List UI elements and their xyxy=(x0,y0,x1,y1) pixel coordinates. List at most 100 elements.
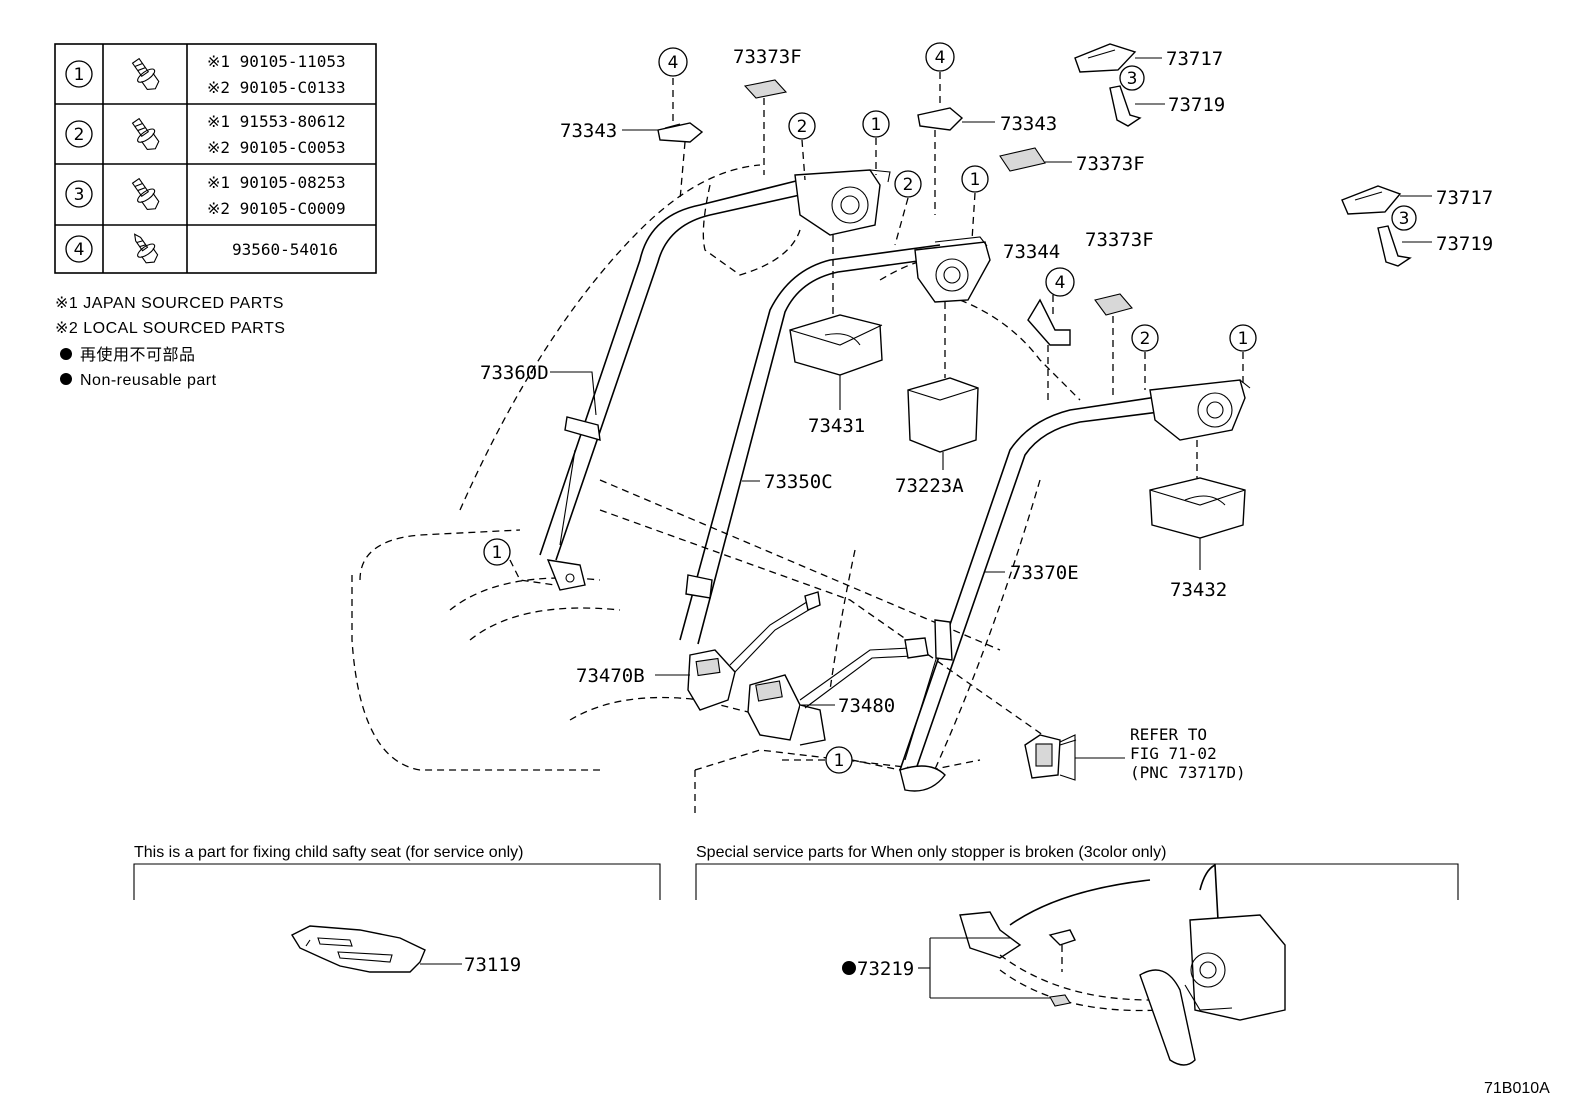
retractor-right xyxy=(1149,379,1251,441)
part-label-73373F: 73373F xyxy=(733,46,802,68)
callout-2: 2 xyxy=(903,175,914,195)
fastener-code: ※1 91553-80612 xyxy=(207,112,346,131)
fastener-table: 1 ※1 90105-11053 ※2 90105-C0133 2 xyxy=(54,43,377,274)
escutcheon-73717-b xyxy=(1341,185,1402,215)
part-label-73431: 73431 xyxy=(808,415,865,437)
fastener-ref: 4 xyxy=(74,240,85,260)
callout-4: 4 xyxy=(668,53,679,73)
callouts: 4 4 4 3 3 2 2 2 1 1 1 1 1 xyxy=(483,42,1417,774)
part-label-73717: 73717 xyxy=(1436,187,1493,209)
callout-1: 1 xyxy=(834,751,845,771)
escutcheon-73717-a xyxy=(1074,43,1137,73)
fastener-code: 93560-54016 xyxy=(232,240,338,259)
part-label-73350C: 73350C xyxy=(764,471,833,493)
fastener-ref: 1 xyxy=(74,65,85,85)
callout-4: 4 xyxy=(935,48,946,68)
callout-2: 2 xyxy=(797,117,808,137)
buckle-73470B xyxy=(687,591,821,711)
bracket-73343-left xyxy=(657,122,704,143)
fastener-code: ※2 90105-C0009 xyxy=(207,199,346,218)
bracket-73119 xyxy=(291,925,426,973)
tapping-screw-icon xyxy=(133,233,159,264)
cover-73431 xyxy=(789,314,883,376)
part-label-73119: 73119 xyxy=(464,954,521,976)
part-label-73717: 73717 xyxy=(1166,48,1223,70)
part-label-73480: 73480 xyxy=(838,695,895,717)
buckle-73480 xyxy=(747,637,929,746)
callout-2: 2 xyxy=(1140,329,1151,349)
anchor-plate xyxy=(899,765,946,792)
fastener-ref: 2 xyxy=(74,125,85,145)
part-label-73344: 73344 xyxy=(1003,241,1060,263)
part-label-73219: 73219 xyxy=(857,958,914,980)
stopper-box: Special service parts for When only stop… xyxy=(695,844,1459,1066)
callout-1: 1 xyxy=(1238,329,1249,349)
part-label-73343: 73343 xyxy=(560,120,617,142)
fastener-code: ※1 90105-11053 xyxy=(207,52,346,71)
bolt-with-washer-icon xyxy=(131,57,160,91)
anchor-plate xyxy=(546,559,586,591)
bullet-icon xyxy=(60,373,72,385)
callout-3: 3 xyxy=(1399,209,1410,229)
callout-3: 3 xyxy=(1127,69,1138,89)
part-label-73373F: 73373F xyxy=(1085,229,1154,251)
non-reusable-bullet-icon xyxy=(842,961,856,975)
belt-73350C xyxy=(679,236,991,645)
legend-note-japan: ※1 JAPAN SOURCED PARTS xyxy=(55,295,284,312)
cover-73223A xyxy=(907,377,979,453)
retractor-left xyxy=(794,169,891,236)
belt-73360D xyxy=(539,169,891,591)
stopper-illustration xyxy=(959,863,1286,1066)
refer-line-2: FIG 71-02 xyxy=(1130,744,1217,763)
child-seat-caption: This is a part for fixing child safty se… xyxy=(134,844,523,861)
part-label-73223A: 73223A xyxy=(895,475,964,497)
refer-line-3: (PNC 73717D) xyxy=(1130,763,1246,782)
fastener-code: ※2 90105-C0053 xyxy=(207,138,346,157)
fastener-code: ※1 90105-08253 xyxy=(207,173,346,192)
fastener-code: ※2 90105-C0133 xyxy=(207,78,346,97)
belt-stopper xyxy=(564,416,601,441)
callout-circle xyxy=(65,120,93,148)
part-label-73719: 73719 xyxy=(1436,233,1493,255)
switch-73717D xyxy=(1024,734,1077,779)
callout-circle xyxy=(65,235,93,263)
bracket-73344 xyxy=(1027,298,1071,346)
part-label-73373F: 73373F xyxy=(1076,153,1145,175)
stopper-caption: Special service parts for When only stop… xyxy=(696,844,1166,861)
callout-1: 1 xyxy=(492,543,503,563)
cover-73719-b xyxy=(1377,225,1412,267)
cover-73373F-a xyxy=(743,79,788,99)
figure-code: 71B010A xyxy=(1484,1080,1550,1097)
legend-non-reusable-en: Non-reusable part xyxy=(80,372,217,389)
leader-lines xyxy=(509,57,1432,781)
refer-to-note: REFER TO FIG 71-02 (PNC 73717D) xyxy=(1130,725,1246,782)
bullet-icon xyxy=(60,348,72,360)
fastener-row-2: 2 ※1 91553-80612 ※2 90105-C0053 xyxy=(65,112,346,157)
legend: ※1 JAPAN SOURCED PARTS ※2 LOCAL SOURCED … xyxy=(55,295,285,389)
callout-1: 1 xyxy=(970,170,981,190)
bolt-with-washer-icon xyxy=(131,177,160,211)
retractor-center xyxy=(914,236,991,303)
part-labels: 73373F 73343 73343 73717 73719 73373F 73… xyxy=(480,46,1493,717)
fastener-row-1: 1 ※1 90105-11053 ※2 90105-C0133 xyxy=(65,52,346,97)
bolt-with-washer-icon xyxy=(131,117,160,151)
callout-1: 1 xyxy=(871,115,882,135)
fastener-ref: 3 xyxy=(74,185,85,205)
refer-line-1: REFER TO xyxy=(1130,725,1207,744)
callout-circle xyxy=(65,60,93,88)
part-label-73360D: 73360D xyxy=(480,362,549,384)
fastener-row-4: 4 93560-54016 xyxy=(65,233,338,264)
belt-stopper xyxy=(685,574,713,599)
callout-circle xyxy=(65,180,93,208)
cover-73719-a xyxy=(1109,85,1142,127)
part-label-73343: 73343 xyxy=(1000,113,1057,135)
bracket-73343-right xyxy=(917,107,964,131)
cover-73373F-c xyxy=(1094,293,1133,316)
legend-note-local: ※2 LOCAL SOURCED PARTS xyxy=(55,320,285,337)
fastener-row-3: 3 ※1 90105-08253 ※2 90105-C0009 xyxy=(65,173,346,218)
part-label-73719: 73719 xyxy=(1168,94,1225,116)
part-label-73370E: 73370E xyxy=(1010,562,1079,584)
part-label-73432: 73432 xyxy=(1170,579,1227,601)
cover-73373F-b xyxy=(999,147,1046,172)
